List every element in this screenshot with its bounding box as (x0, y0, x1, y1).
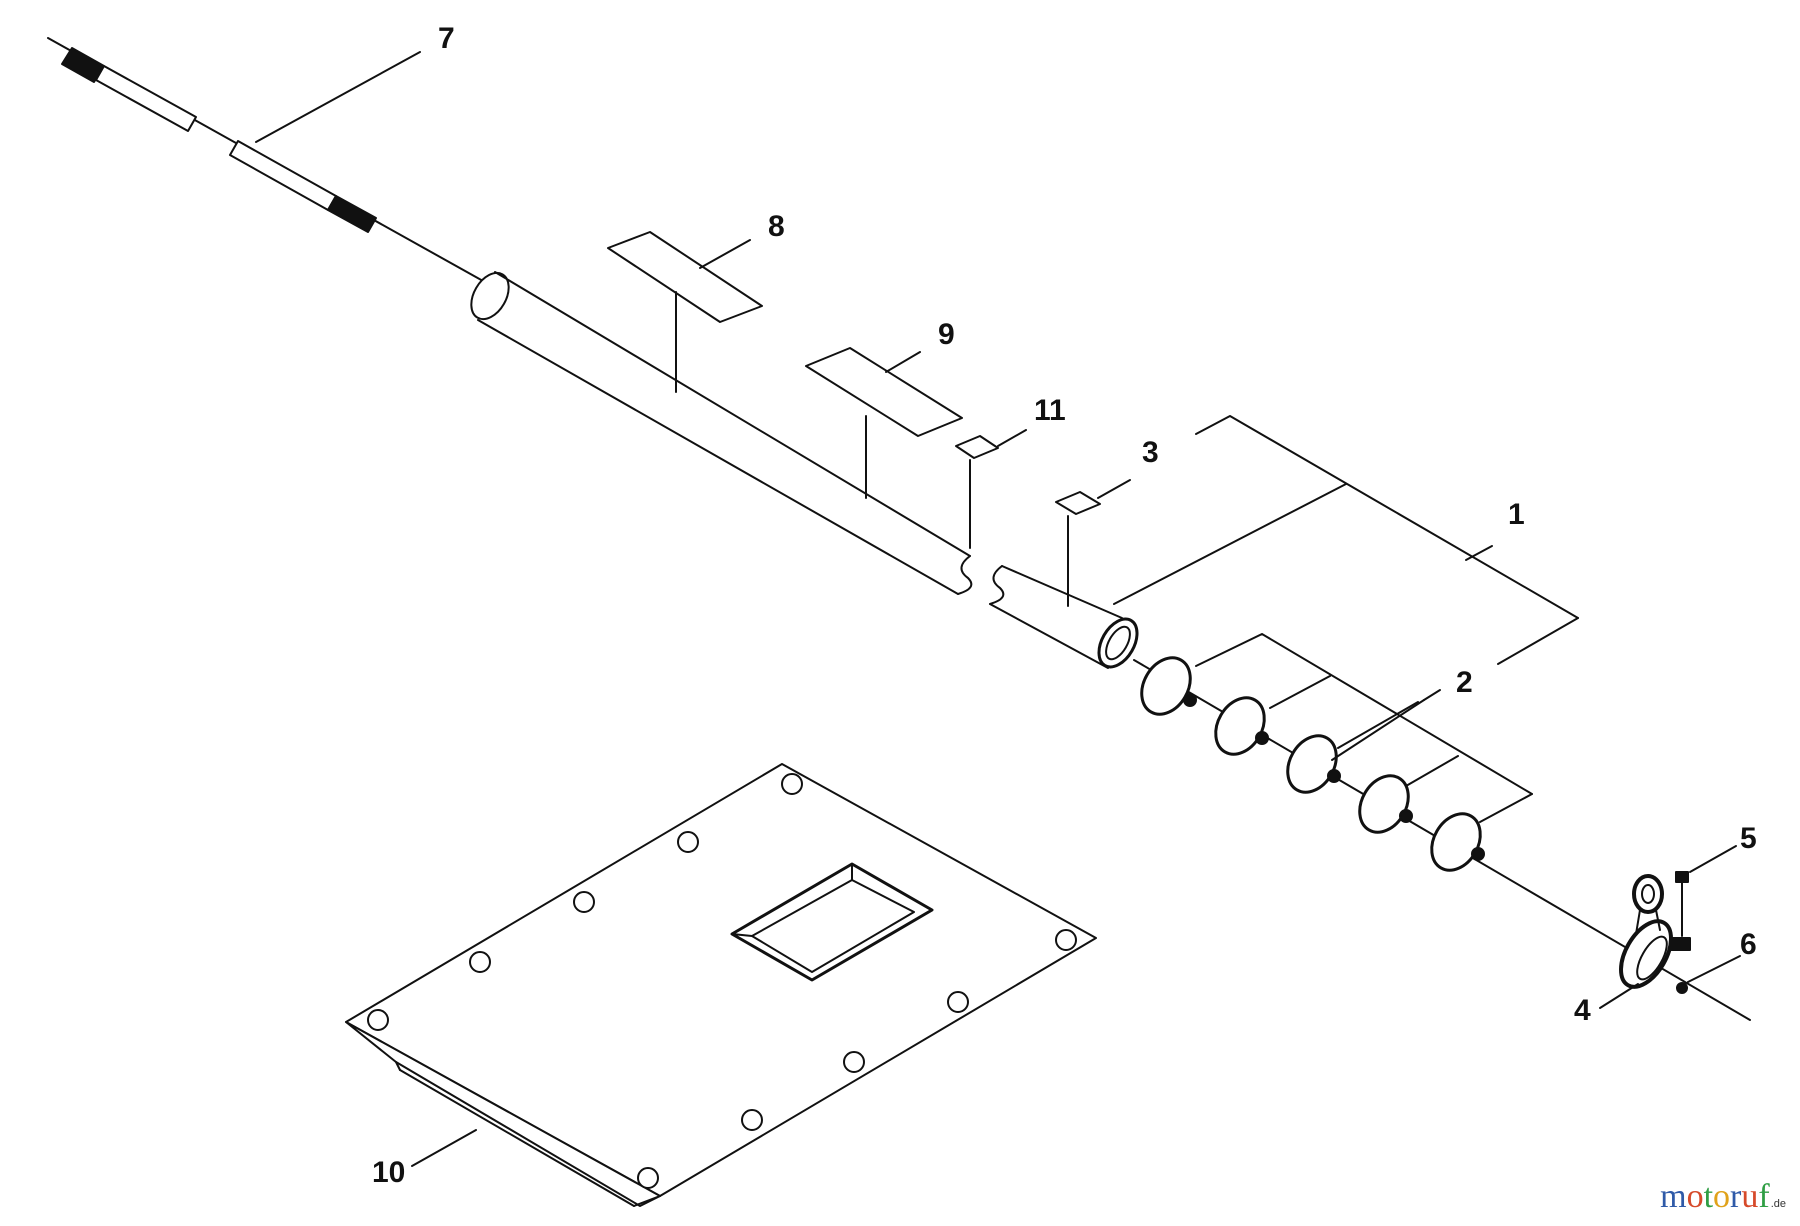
callout-3: 3 (1142, 436, 1159, 469)
base-plate (345, 763, 1097, 1207)
decal-8 (607, 231, 763, 393)
bushing-3 (1286, 734, 1341, 794)
nut (1676, 982, 1688, 994)
decal-11 (955, 435, 999, 549)
bushing-1 (1140, 656, 1197, 716)
bushing-5 (1430, 812, 1485, 872)
watermark-letter: m (1660, 1178, 1687, 1215)
watermark-suffix: .de (1770, 1198, 1786, 1210)
callout-1: 1 (1508, 498, 1525, 531)
callout-11: 11 (1034, 394, 1066, 427)
screw (1675, 871, 1689, 937)
callout-10: 10 (372, 1156, 405, 1189)
decal-3 (1055, 491, 1101, 607)
callout-6: 6 (1740, 928, 1757, 961)
watermark-letter: t (1703, 1178, 1714, 1215)
watermark-letter: f (1758, 1178, 1770, 1215)
watermark-logo: motoruf.de (1660, 1178, 1786, 1216)
clamp-with-eye (1619, 874, 1691, 989)
drive-shaft (47, 37, 493, 287)
bushing-4 (1358, 774, 1413, 834)
callout-9: 9 (938, 318, 955, 351)
decal-9 (805, 347, 963, 499)
callout-2: 2 (1456, 666, 1473, 699)
leader-lines (255, 51, 1741, 1167)
watermark-letter: o (1686, 1178, 1704, 1215)
watermark-letter: r (1730, 1178, 1742, 1215)
callout-5: 5 (1740, 822, 1757, 855)
callout-4: 4 (1574, 994, 1591, 1027)
bushing-2 (1214, 696, 1269, 756)
callout-7: 7 (438, 22, 455, 55)
watermark-letter: u (1741, 1178, 1759, 1215)
watermark-letter: o (1713, 1178, 1731, 1215)
callout-8: 8 (768, 210, 785, 243)
